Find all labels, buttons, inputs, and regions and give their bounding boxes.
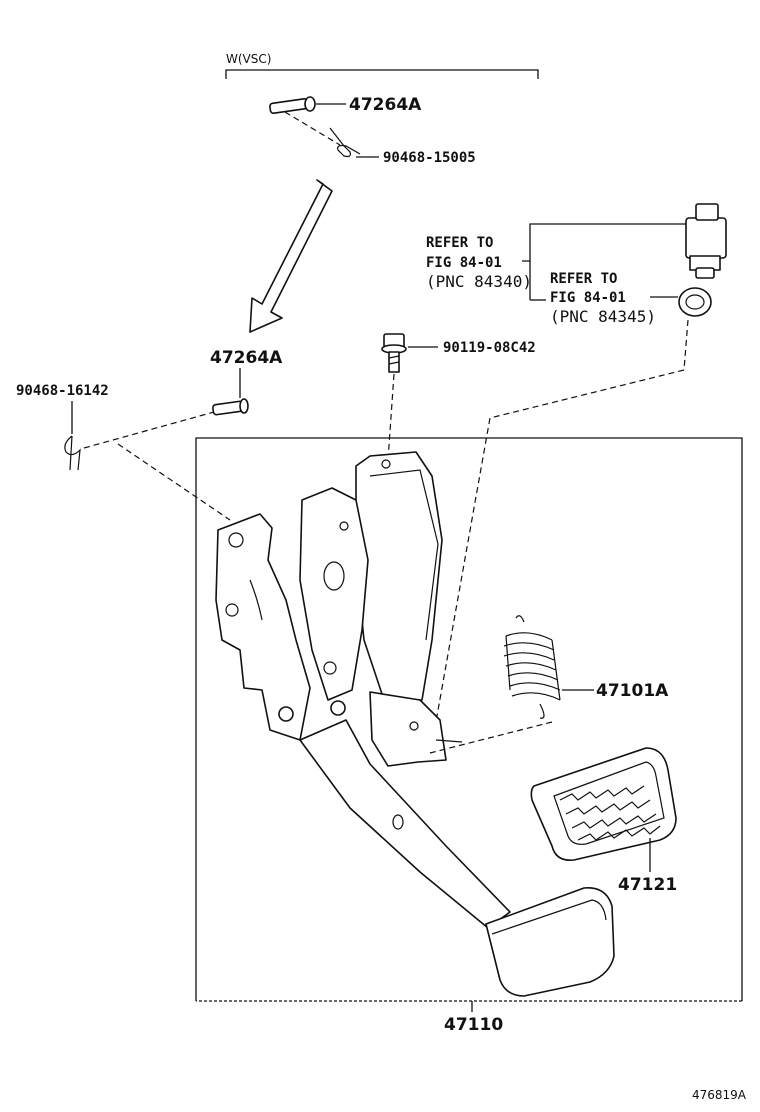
- vsc-bracket-label: W(VSC): [226, 52, 271, 66]
- assembly-frame: [195, 437, 743, 1002]
- vsc-bracket: W(VSC): [225, 52, 539, 79]
- flange-bolt: 90119-08C42: [381, 333, 536, 461]
- refer-switch-line3: (PNC 84340): [426, 272, 532, 291]
- refer-cushion-note: REFER TO FIG 84-01 (PNC 84345): [550, 271, 678, 326]
- refer-switch-note: REFER TO FIG 84-01 (PNC 84340): [426, 223, 686, 301]
- lower-clevis-pin: 47264A: [210, 348, 283, 416]
- switch-mount-bracket: [369, 691, 463, 767]
- callout-bolt: 90119-08C42: [443, 340, 536, 356]
- return-spring: 47101A: [425, 615, 669, 755]
- pedal-pad: 47121: [530, 747, 677, 895]
- pedal-mid-plate: [299, 487, 369, 701]
- left-clip: 90468-16142: [16, 383, 215, 471]
- callout-pedal-assembly: 47110: [444, 1015, 503, 1035]
- pedal-arm: [278, 700, 511, 929]
- upper-clip: 90468-15005: [284, 111, 476, 166]
- callout-left-clip: 90468-16142: [16, 383, 109, 399]
- direction-arrow: [249, 179, 333, 333]
- refer-cushion-line1: REFER TO: [550, 271, 617, 287]
- refer-cushion-line2: FIG 84-01: [550, 290, 626, 306]
- pedal-support-bracket: [117, 443, 311, 741]
- upper-clevis-pin: 47264A: [269, 95, 422, 115]
- stop-light-switch: [685, 203, 727, 279]
- refer-switch-line1: REFER TO: [426, 235, 493, 251]
- callout-pedal-pad: 47121: [618, 875, 677, 895]
- figure-id: 476819A: [692, 1088, 747, 1102]
- assembly-callout: 47110: [444, 1001, 503, 1035]
- pad-tread-pattern: [559, 785, 661, 841]
- refer-switch-line2: FIG 84-01: [426, 255, 502, 271]
- pedal-housing: [355, 451, 443, 701]
- callout-upper-clip: 90468-15005: [383, 150, 476, 166]
- callout-spring: 47101A: [596, 681, 669, 701]
- pedal-pad-lower: [485, 887, 615, 997]
- refer-cushion-line3: (PNC 84345): [550, 307, 656, 326]
- switch-cushion: [436, 287, 712, 717]
- callout-lower-pin: 47264A: [210, 348, 283, 368]
- callout-upper-pin: 47264A: [349, 95, 422, 115]
